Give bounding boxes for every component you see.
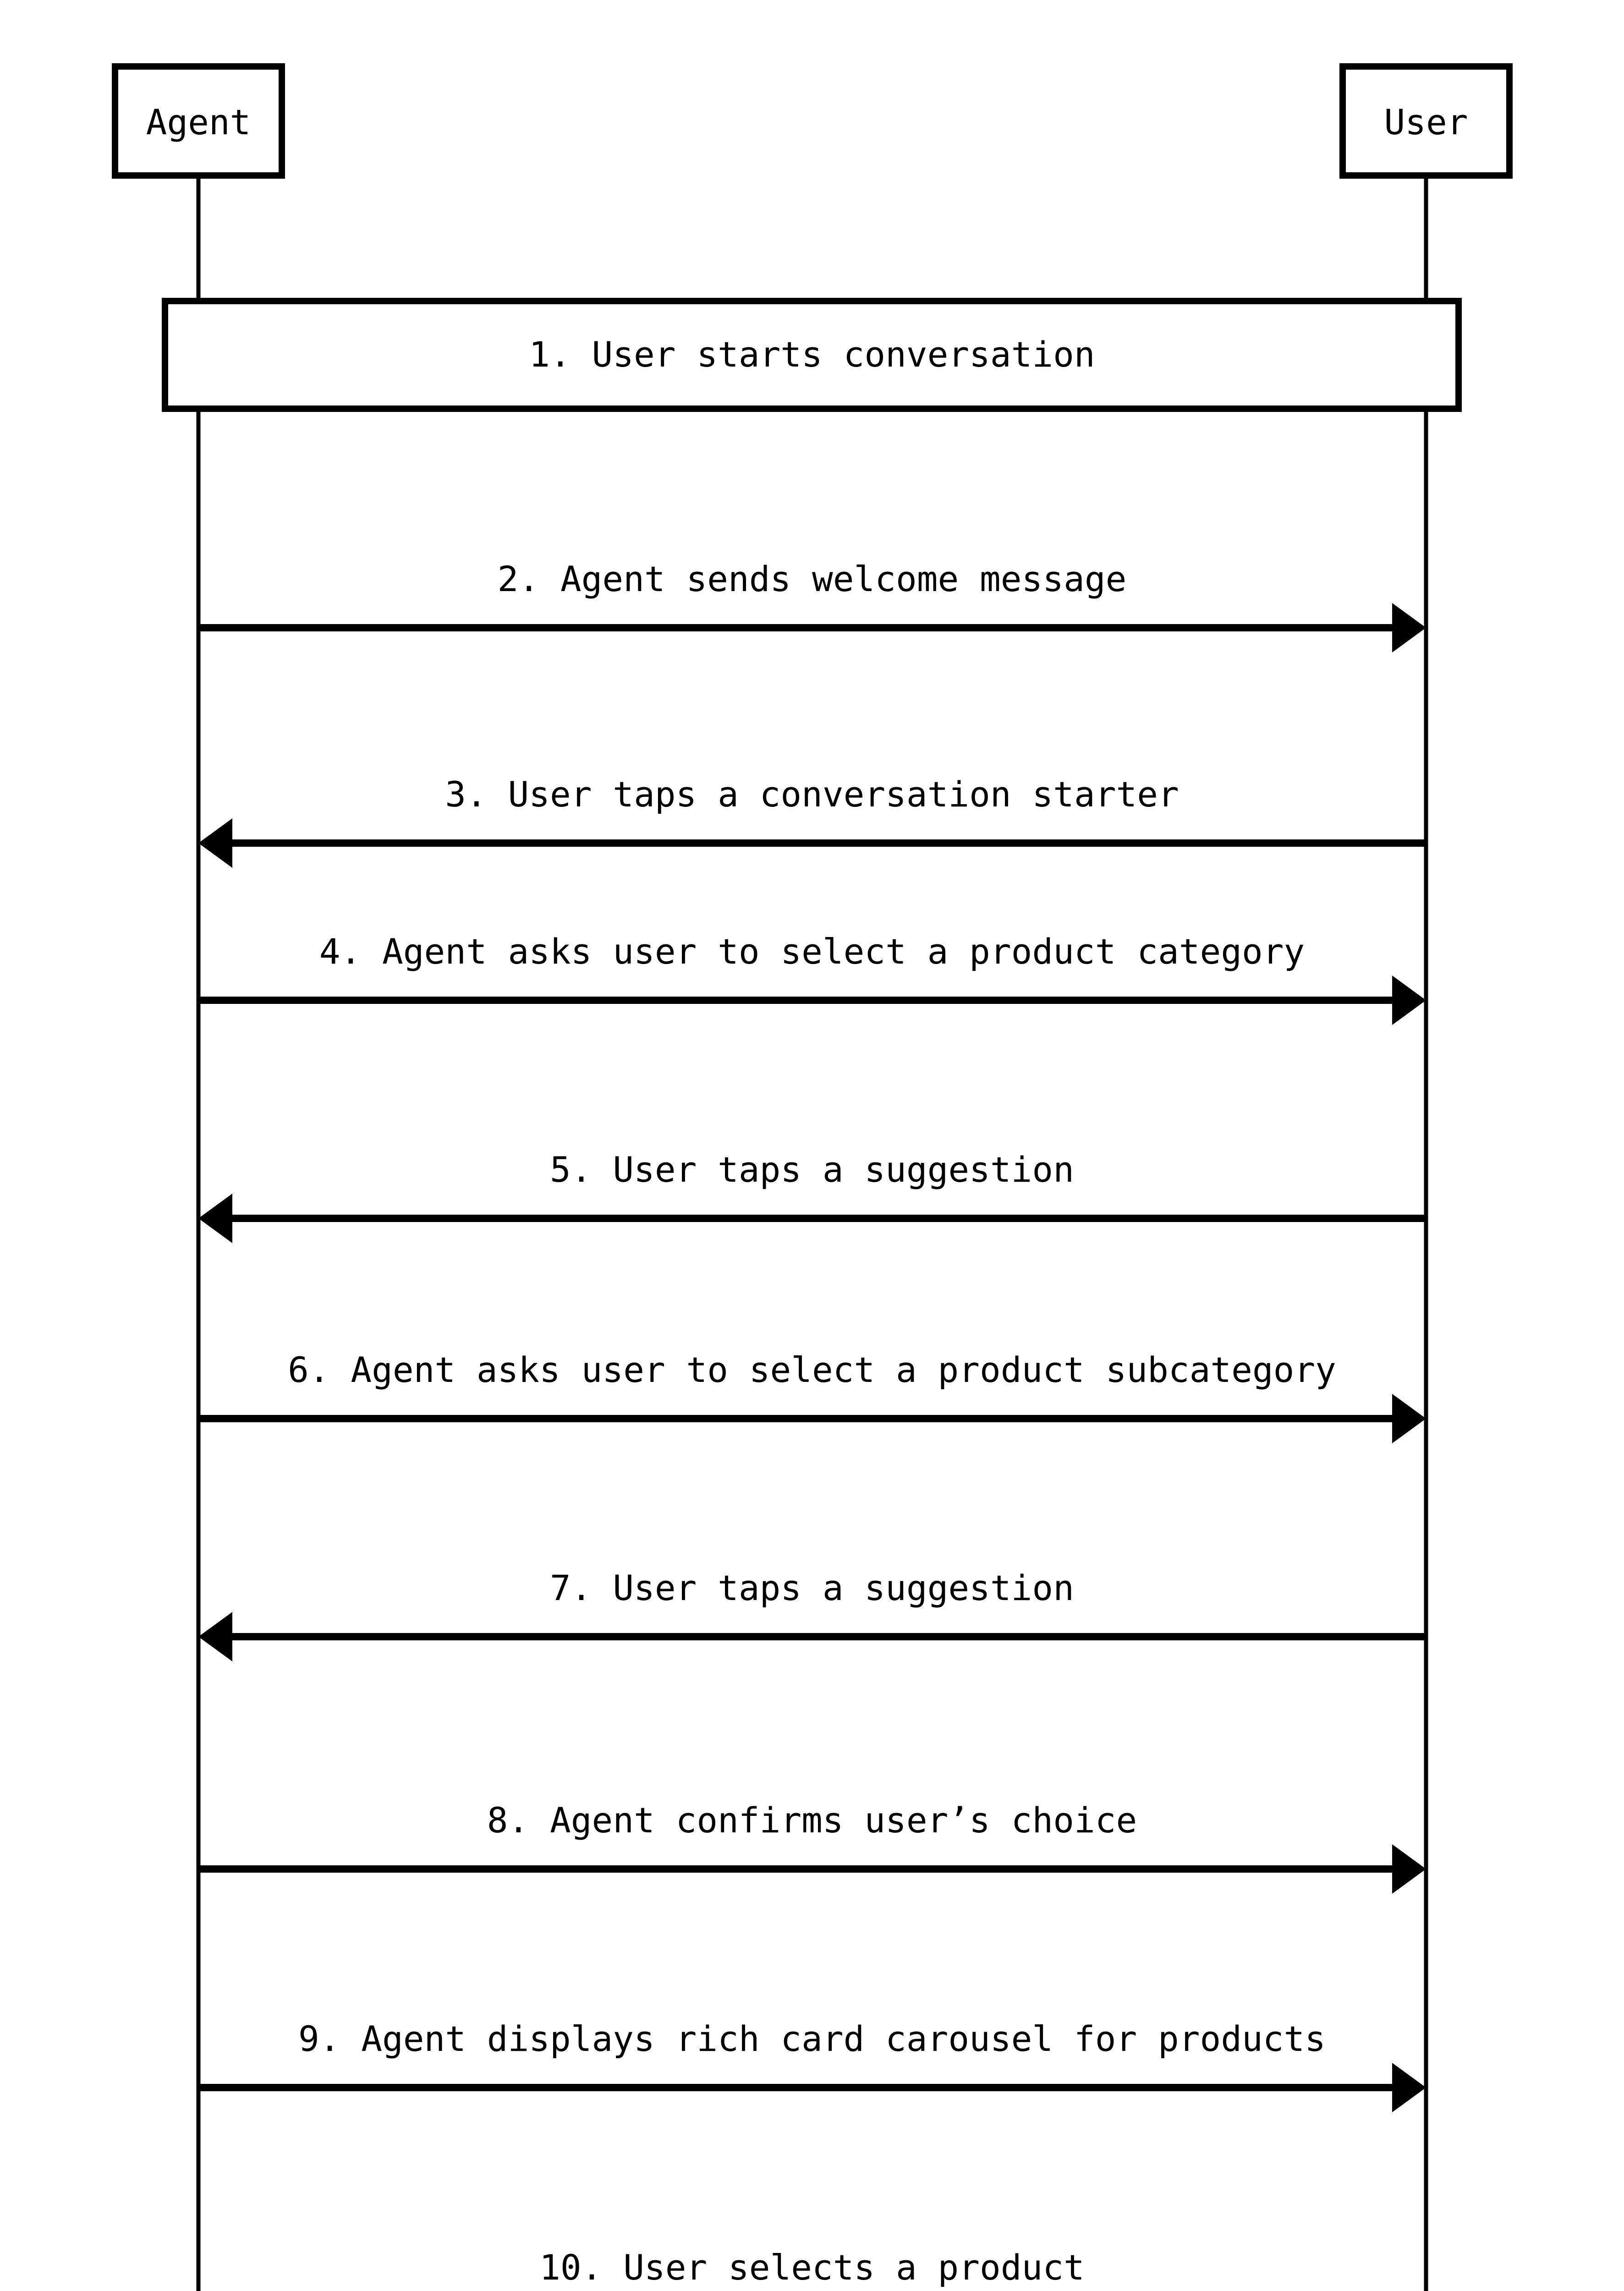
arrow-head-left-3 bbox=[198, 818, 232, 868]
message-label-4: 4. Agent asks user to select a product c… bbox=[319, 931, 1305, 972]
message-label-2: 2. Agent sends welcome message bbox=[498, 559, 1127, 599]
message-label-10: 10. User selects a product bbox=[539, 2247, 1085, 2288]
arrow-head-left-7 bbox=[198, 1612, 232, 1661]
actor-box-agent-top[interactable] bbox=[112, 63, 285, 179]
message-3: 3. User taps a conversation starter bbox=[198, 774, 1426, 868]
arrow-head-right-8 bbox=[1392, 1844, 1426, 1894]
message-label-3: 3. User taps a conversation starter bbox=[445, 774, 1179, 815]
arrow-head-right-4 bbox=[1392, 976, 1426, 1025]
message-5: 5. User taps a suggestion bbox=[198, 1149, 1426, 1243]
message-8: 8. Agent confirms user’s choice bbox=[198, 1800, 1426, 1894]
arrow-head-right-9 bbox=[1392, 2063, 1426, 2112]
actor-header-agent[interactable]: Agent bbox=[112, 63, 285, 179]
message-2: 2. Agent sends welcome message bbox=[198, 559, 1426, 652]
arrow-head-right-6 bbox=[1392, 1394, 1426, 1443]
note-box-user-starts-conversation bbox=[162, 298, 1462, 412]
actor-label-user-top: User bbox=[1384, 102, 1468, 143]
message-label-9: 9. Agent displays rich card carousel for… bbox=[298, 2018, 1326, 2059]
note-label-1: 1. User starts conversation bbox=[529, 334, 1095, 375]
actor-label-agent-top: Agent bbox=[146, 102, 251, 143]
message-label-6: 6. Agent asks user to select a product s… bbox=[288, 1349, 1336, 1390]
actor-header-user[interactable]: User bbox=[1339, 63, 1513, 179]
message-7: 7. User taps a suggestion bbox=[198, 1568, 1426, 1661]
lifelines bbox=[196, 175, 1428, 2291]
actor-box-user-top[interactable] bbox=[1339, 63, 1513, 179]
message-6: 6. Agent asks user to select a product s… bbox=[198, 1349, 1426, 1443]
message-label-5: 5. User taps a suggestion bbox=[550, 1149, 1074, 1190]
message-4: 4. Agent asks user to select a product c… bbox=[198, 931, 1426, 1025]
arrow-head-right-2 bbox=[1392, 603, 1426, 652]
message-10: 10. User selects a product bbox=[539, 2247, 1085, 2288]
arrow-head-left-5 bbox=[198, 1194, 232, 1243]
message-label-8: 8. Agent confirms user’s choice bbox=[487, 1800, 1137, 1841]
message-label-7: 7. User taps a suggestion bbox=[550, 1568, 1074, 1608]
message-9: 9. Agent displays rich card carousel for… bbox=[198, 2018, 1426, 2112]
note-1: 1. User starts conversation bbox=[162, 298, 1462, 412]
